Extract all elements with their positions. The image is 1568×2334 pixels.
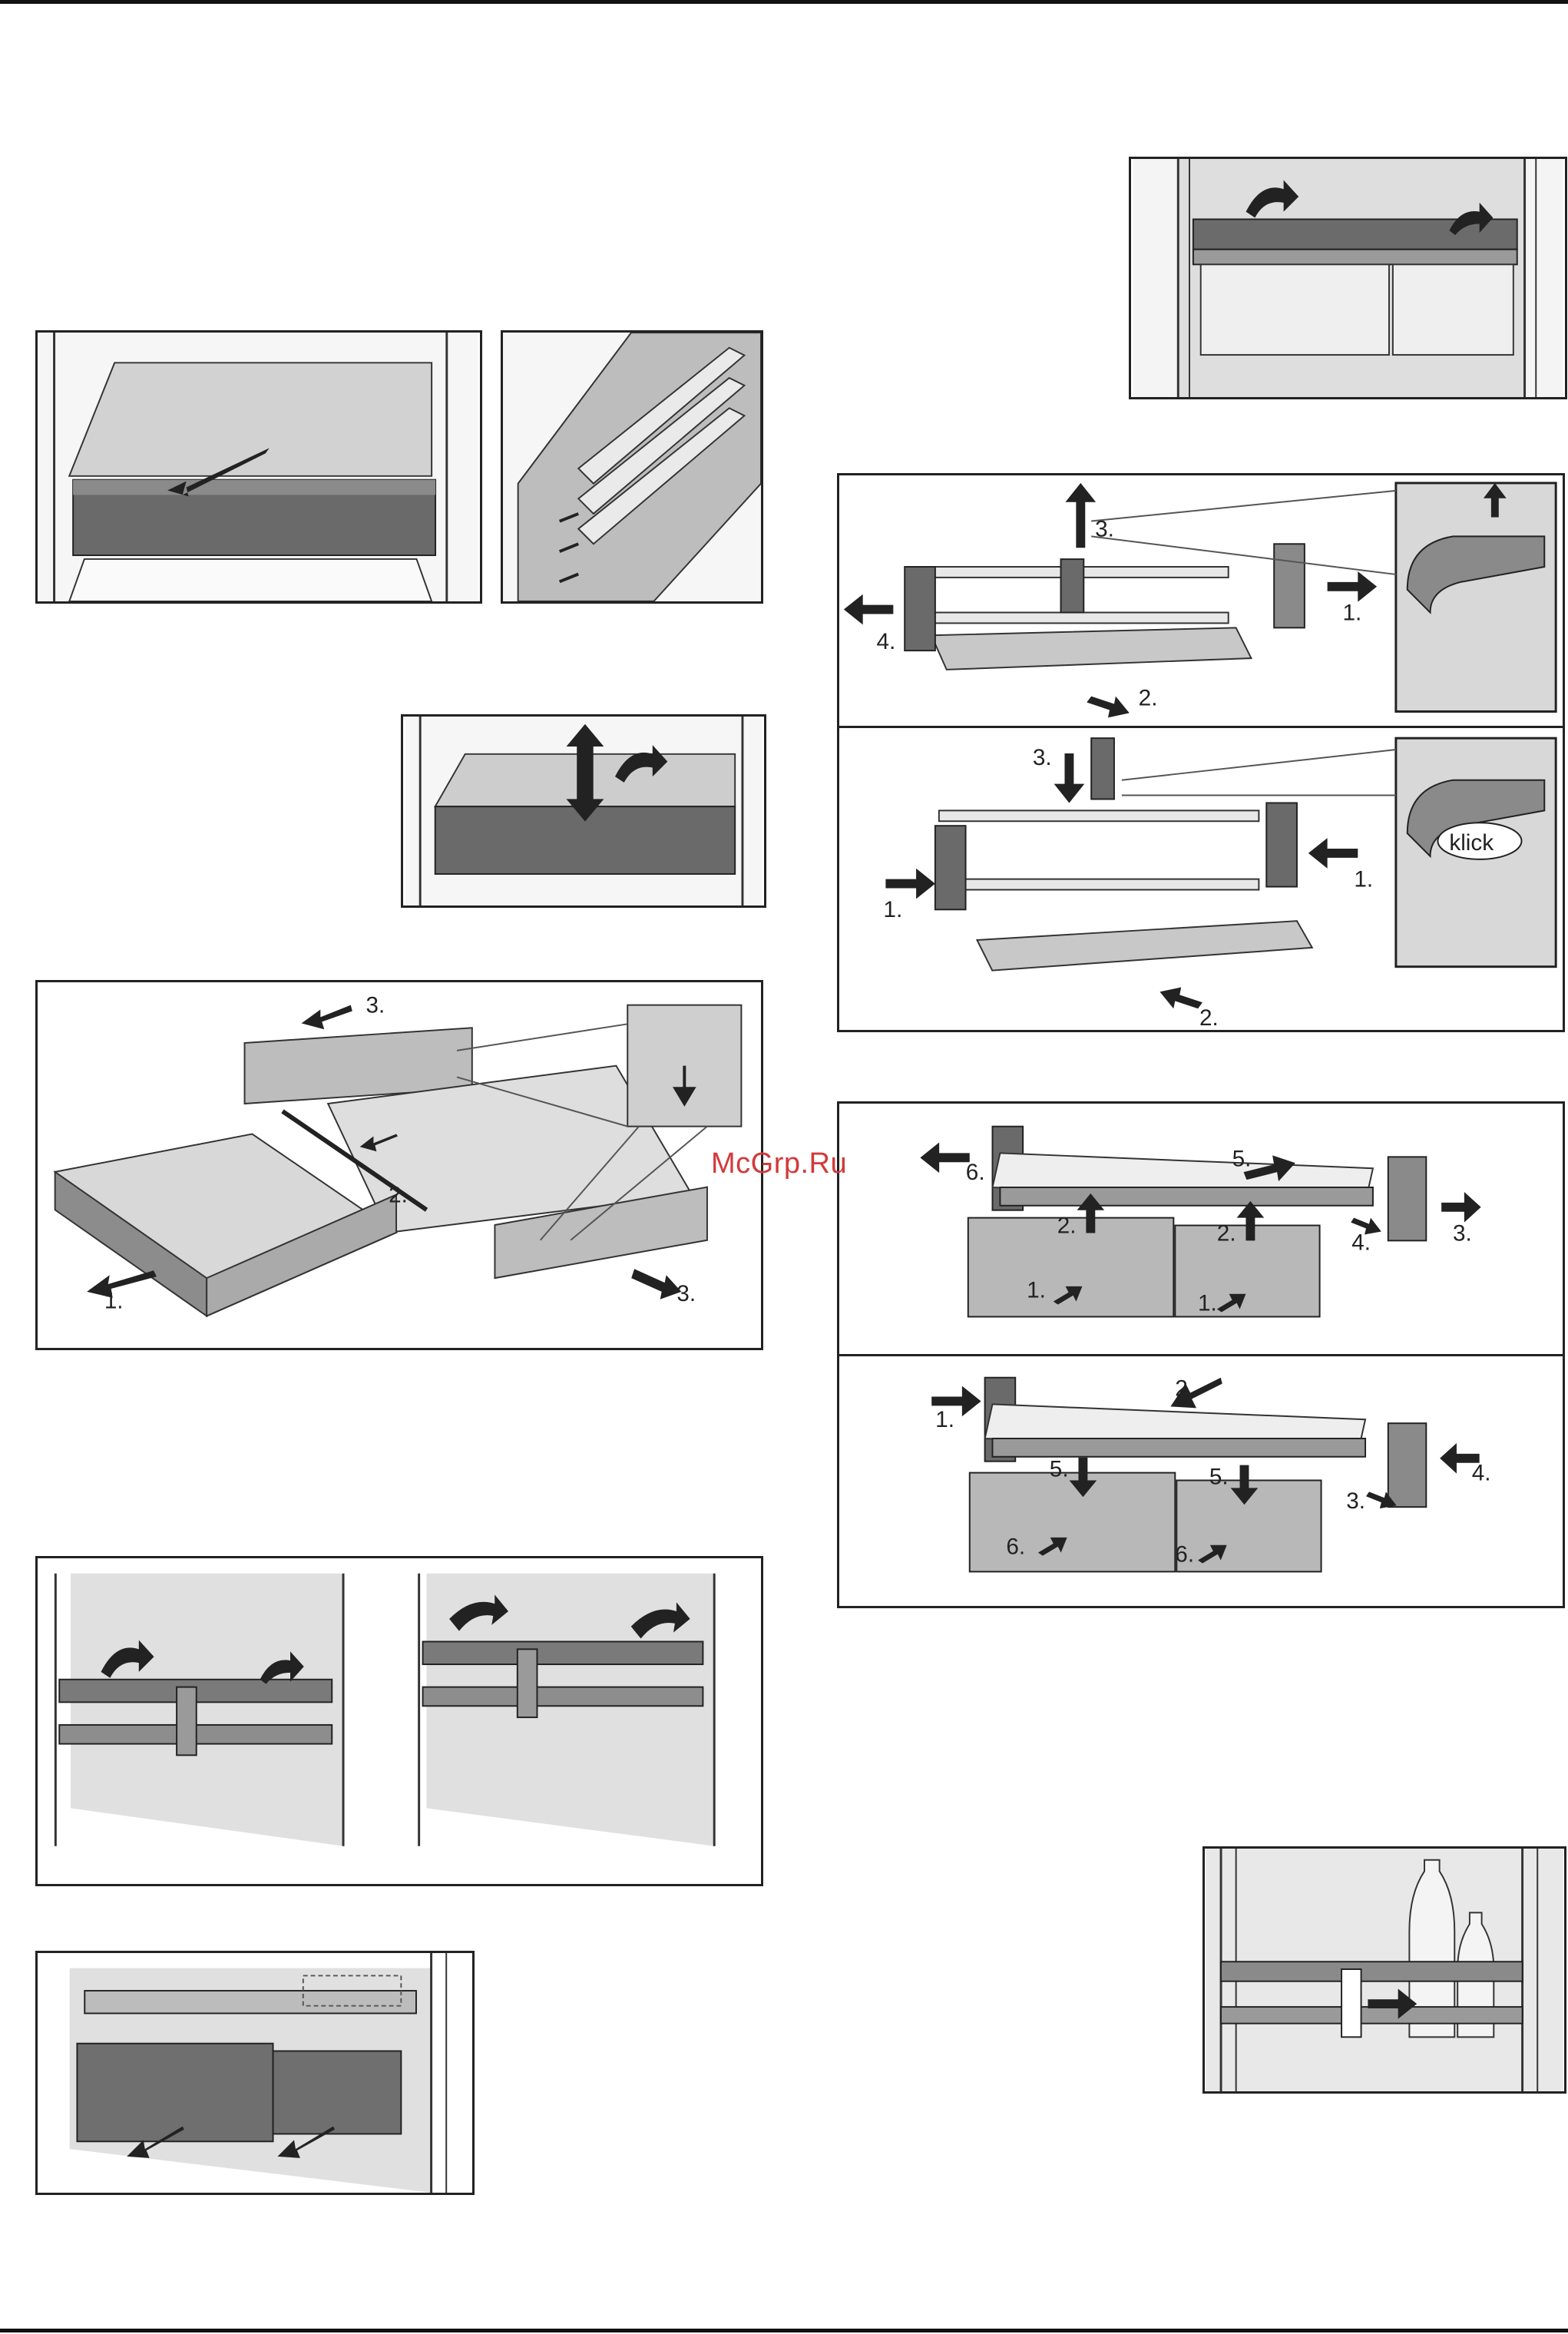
step-label: 1. — [1027, 1278, 1046, 1303]
drawer-rails-illustration — [503, 333, 761, 601]
drawer-height-illustration — [403, 717, 764, 905]
figure-drawer-rails — [501, 330, 763, 604]
figure-drawer-disassembly: 3. 2. 1. 3. — [35, 980, 763, 1350]
figure-door-shelves — [35, 1556, 763, 1886]
bottle-holder-illustration — [1205, 1849, 1564, 2091]
step-label: 1. — [1198, 1291, 1217, 1316]
figure-rail-steps: 3. 1. 4. 2. klick 3. 1. 1. 2. — [837, 473, 1565, 1032]
drawer-disassembly-illustration: 3. 2. 1. 3. — [38, 982, 761, 1348]
step-label: 2. — [1217, 1220, 1236, 1246]
top-rule — [0, 0, 1568, 4]
drawer-pull-out-illustration — [38, 333, 480, 601]
figure-door-boxes — [35, 1951, 475, 2195]
rail-steps-illustration: 3. 1. 4. 2. — [839, 475, 1563, 1030]
figure-shelf-frame-top — [1129, 157, 1567, 399]
step-label: 1. — [104, 1289, 124, 1314]
step-label: 5. — [1232, 1146, 1252, 1171]
door-shelves-illustration — [38, 1558, 761, 1884]
figure-drawer-height — [401, 714, 766, 908]
step-label: 2. — [1057, 1213, 1077, 1238]
step-label: 3. — [676, 1281, 696, 1306]
panel-divider — [839, 726, 1563, 728]
bottom-rule — [0, 2329, 1568, 2332]
step-label: 4. — [1351, 1230, 1371, 1255]
step-label: 1. — [1342, 600, 1361, 625]
watermark: McGrp.Ru — [711, 1147, 847, 1180]
figure-drawer-pull-out — [35, 330, 482, 604]
step-label: 2. — [389, 1182, 408, 1207]
step-label: 3. — [1453, 1220, 1472, 1246]
figure-multibox-steps: 6. 5. 2. 2. 1. 1. 4. 3. 1. 2. 5. 5. 3. 4… — [837, 1101, 1565, 1608]
door-boxes-illustration — [38, 1953, 472, 2193]
figure-bottle-holder — [1202, 1846, 1566, 2094]
panel-divider — [839, 1354, 1563, 1356]
step-label: 3. — [366, 993, 385, 1018]
step-label: 4. — [877, 629, 896, 654]
step-label: 6. — [966, 1160, 985, 1185]
shelf-frame-illustration — [1131, 159, 1565, 397]
step-label: 2. — [1139, 686, 1158, 711]
step-label: 3. — [1095, 516, 1114, 541]
